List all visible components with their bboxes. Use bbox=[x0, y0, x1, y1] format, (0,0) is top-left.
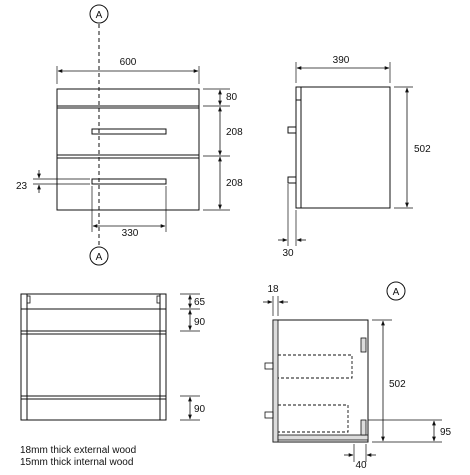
side-handle-top bbox=[287, 126, 297, 134]
section-marker-label-view: A bbox=[393, 287, 400, 298]
section-view bbox=[263, 296, 442, 462]
side-handle-projection-label: 30 bbox=[282, 248, 294, 259]
front-top-height-label: 80 bbox=[226, 92, 238, 103]
section-marker-label-bottom: A bbox=[96, 252, 103, 263]
note-external-wood: 18mm thick external wood bbox=[20, 445, 137, 456]
section-base-offset-label: 40 bbox=[355, 460, 367, 470]
side-depth-label: 390 bbox=[333, 55, 350, 66]
rear-dim-1-label: 65 bbox=[194, 297, 206, 308]
rear-dim-3-label: 90 bbox=[194, 404, 206, 415]
side-height-label: 502 bbox=[414, 144, 431, 155]
front-handle-height-label: 23 bbox=[16, 181, 28, 192]
section-marker-bottom: A bbox=[89, 246, 109, 266]
rear-view bbox=[20, 293, 200, 421]
section-carcass bbox=[272, 319, 369, 443]
drawer-handle-bottom bbox=[91, 178, 167, 185]
front-width-label: 600 bbox=[120, 57, 137, 68]
side-view bbox=[278, 62, 413, 246]
section-plinth-height-label: 95 bbox=[440, 427, 452, 438]
front-drawer-1-height-label: 208 bbox=[226, 127, 243, 138]
front-carcass bbox=[56, 88, 200, 211]
front-view bbox=[33, 24, 230, 246]
section-wall-thickness-label: 18 bbox=[267, 284, 279, 295]
section-marker-top: A bbox=[89, 4, 109, 24]
front-handle-width-label: 330 bbox=[122, 228, 139, 239]
note-internal-wood: 15mm thick internal wood bbox=[20, 457, 134, 468]
side-carcass bbox=[295, 86, 391, 209]
rear-carcass bbox=[20, 293, 167, 421]
side-handle-bottom bbox=[287, 176, 297, 184]
front-drawer-2-height-label: 208 bbox=[226, 178, 243, 189]
rear-dim-2-label: 90 bbox=[194, 317, 206, 328]
section-marker-view: A bbox=[386, 281, 406, 301]
drawer-handle-top bbox=[91, 128, 167, 135]
section-marker-label-top: A bbox=[96, 10, 103, 21]
section-height-label: 502 bbox=[389, 379, 406, 390]
